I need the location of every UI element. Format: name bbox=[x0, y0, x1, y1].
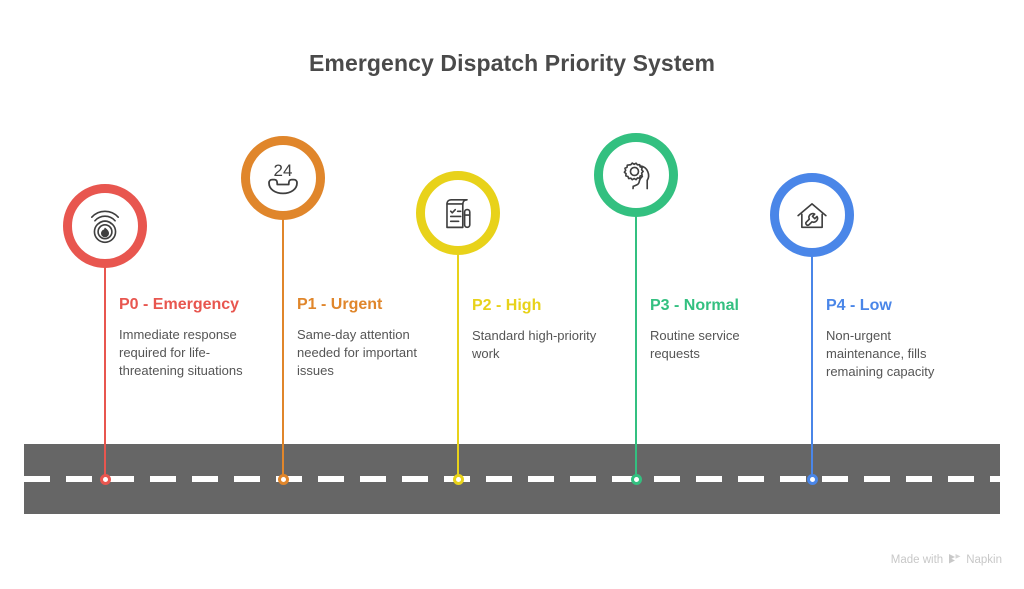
priority-description-p4: Non-urgent maintenance, fills remaining … bbox=[826, 328, 935, 379]
clipboard-checklist-pen-icon bbox=[435, 190, 481, 236]
priority-road-dot-p3 bbox=[630, 473, 642, 485]
priority-heading-p4: P4 - Low bbox=[826, 297, 892, 314]
priority-heading-p0: P0 - Emergency bbox=[119, 296, 240, 313]
smoke-alarm-fire-detector-icon bbox=[82, 203, 128, 249]
watermark-brand-label: Napkin bbox=[966, 554, 1002, 566]
napkin-chevrons-icon bbox=[948, 553, 961, 567]
priority-stem-p0 bbox=[104, 262, 106, 479]
svg-text:24: 24 bbox=[274, 161, 293, 180]
priority-icon-bubble-p1[interactable]: 24 bbox=[241, 136, 325, 220]
priority-stem-p1 bbox=[282, 214, 284, 479]
priority-stem-p2 bbox=[457, 249, 459, 479]
house-wrench-maintenance-icon bbox=[789, 192, 835, 238]
24-hour-phone-support-icon: 24 bbox=[259, 154, 307, 202]
priority-stem-p4 bbox=[811, 251, 813, 479]
hand-holding-gears-icon bbox=[613, 152, 659, 198]
priority-road-dot-p2 bbox=[452, 473, 464, 485]
priority-stem-p3 bbox=[635, 211, 637, 479]
priority-description-p2: Standard high-priority work bbox=[472, 328, 597, 361]
priority-road-dot-p0 bbox=[99, 473, 111, 485]
priority-description-p0: Immediate response required for life-thr… bbox=[119, 327, 243, 378]
priority-icon-bubble-p0[interactable] bbox=[63, 184, 147, 268]
watermark-made-with-label: Made with bbox=[890, 554, 944, 566]
priority-road-dot-p1 bbox=[277, 473, 289, 485]
priority-icon-bubble-p4[interactable] bbox=[770, 173, 854, 257]
priority-icon-bubble-p3[interactable] bbox=[594, 133, 678, 217]
page-title: Emergency Dispatch Priority System bbox=[308, 50, 716, 76]
priority-road-dot-p4 bbox=[806, 473, 818, 485]
napkin-watermark: Made with Napkin bbox=[891, 553, 1002, 567]
priority-description-p3: Routine service requests bbox=[650, 328, 740, 361]
priority-description-p1: Same-day attention needed for important … bbox=[297, 327, 417, 378]
priority-heading-p3: P3 - Normal bbox=[650, 297, 739, 314]
priority-icon-bubble-p2[interactable] bbox=[416, 171, 500, 255]
priority-heading-p2: P2 - High bbox=[472, 297, 542, 314]
road-center-dashed-line bbox=[24, 476, 1000, 482]
priority-heading-p1: P1 - Urgent bbox=[297, 296, 383, 313]
